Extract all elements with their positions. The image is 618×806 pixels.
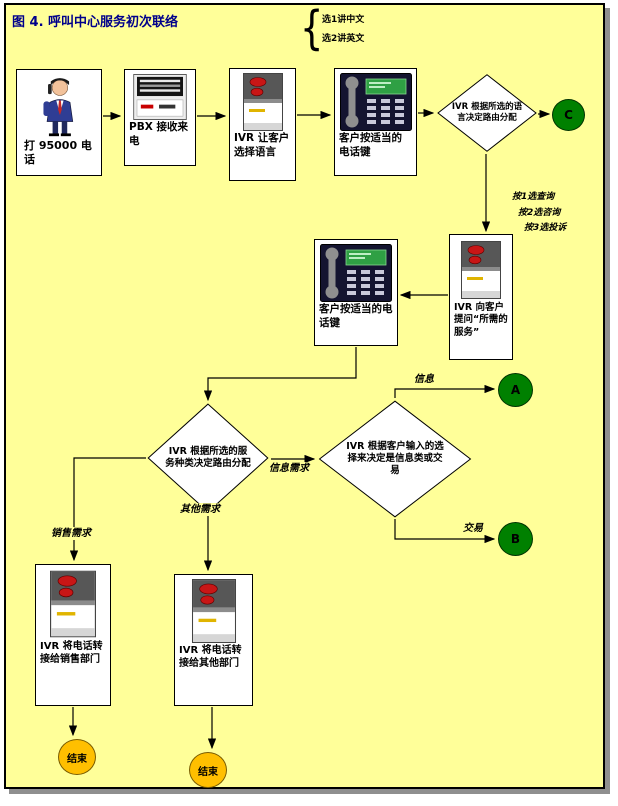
- edge-label-trade: 交易: [462, 522, 484, 535]
- language-option-1: 选1讲中文: [322, 15, 365, 25]
- node-ivr-language-label: IVR 让客户选择语言: [234, 132, 290, 158]
- decision-language[interactable]: IVR 根据所选的语言决定路由分配: [437, 74, 537, 152]
- service-option-2: 按2选咨询: [518, 208, 561, 218]
- node-transfer-other[interactable]: IVR 将电话转接给其他部门: [174, 574, 253, 706]
- person-phone-icon: [30, 74, 88, 138]
- edge-label-sales-need: 销售需求: [50, 527, 98, 540]
- node-ivr-language[interactable]: IVR 让客户选择语言: [229, 68, 296, 181]
- language-option-2: 选2讲英文: [322, 34, 365, 44]
- decision-info-or-trade-label: IVR 根据客户输入的选择来决定是信息类或交易: [346, 441, 444, 476]
- figure-title: 图 4. 呼叫中心服务初次联络: [12, 15, 179, 30]
- diamond-shape: [437, 74, 537, 152]
- connector-c[interactable]: C: [552, 99, 585, 131]
- node-caller-label: 打 95000 电话: [24, 139, 92, 167]
- curly-brace-icon: {: [300, 1, 324, 55]
- node-caller[interactable]: 打 95000 电话: [16, 69, 102, 176]
- edge-label-info: 信息: [413, 373, 435, 386]
- decision-service[interactable]: IVR 根据所选的服务种类决定路由分配: [147, 403, 269, 513]
- diamond-shape: [318, 400, 472, 518]
- decision-service-label: IVR 根据所选的服务种类决定路由分配: [165, 446, 251, 469]
- end-sales-label: 结束: [67, 753, 87, 765]
- node-pbx[interactable]: PBX 接收来电: [124, 69, 196, 166]
- connector-a[interactable]: A: [498, 373, 533, 407]
- node-press-key-1-label: 客户按适当的电话键: [339, 132, 402, 158]
- decision-info-or-trade[interactable]: IVR 根据客户输入的选择来决定是信息类或交易: [318, 400, 472, 518]
- ivr-device-icon: [191, 579, 237, 643]
- service-option-3: 按3选投诉: [524, 223, 567, 233]
- node-transfer-other-label: IVR 将电话转接给其他部门: [179, 645, 242, 669]
- telephone-icon: [320, 244, 392, 302]
- decision-language-label: IVR 根据所选的语言决定路由分配: [451, 102, 523, 123]
- node-press-key-2[interactable]: 客户按适当的电话键: [314, 239, 398, 346]
- edge-label-info-need: 信息需求: [268, 462, 314, 475]
- node-ivr-ask-service[interactable]: IVR 向客户提问“所需的服务”: [449, 234, 513, 360]
- ivr-device-icon: [243, 73, 283, 131]
- node-transfer-sales[interactable]: IVR 将电话转接给销售部门: [35, 564, 111, 706]
- pbx-device-icon: [132, 74, 188, 120]
- node-press-key-2-label: 客户按适当的电话键: [319, 303, 393, 329]
- connector-c-label: C: [564, 108, 573, 122]
- telephone-icon: [340, 73, 412, 131]
- end-sales[interactable]: 结束: [58, 739, 96, 775]
- ivr-device-icon: [50, 569, 96, 639]
- connector-a-label: A: [510, 383, 521, 397]
- end-other-label: 结束: [198, 766, 218, 778]
- end-other[interactable]: 结束: [189, 752, 227, 788]
- edge-label-other-need: 其他需求: [179, 503, 225, 516]
- ivr-device-icon: [461, 239, 501, 301]
- node-pbx-label: PBX 接收来电: [129, 121, 188, 147]
- node-ivr-ask-service-label: IVR 向客户提问“所需的服务”: [454, 302, 508, 338]
- connector-b[interactable]: B: [498, 522, 533, 556]
- connector-b-label: B: [510, 532, 521, 546]
- node-transfer-sales-label: IVR 将电话转接给销售部门: [40, 641, 103, 665]
- node-press-key-1[interactable]: 客户按适当的电话键: [334, 68, 417, 176]
- service-option-1: 按1选查询: [512, 192, 555, 202]
